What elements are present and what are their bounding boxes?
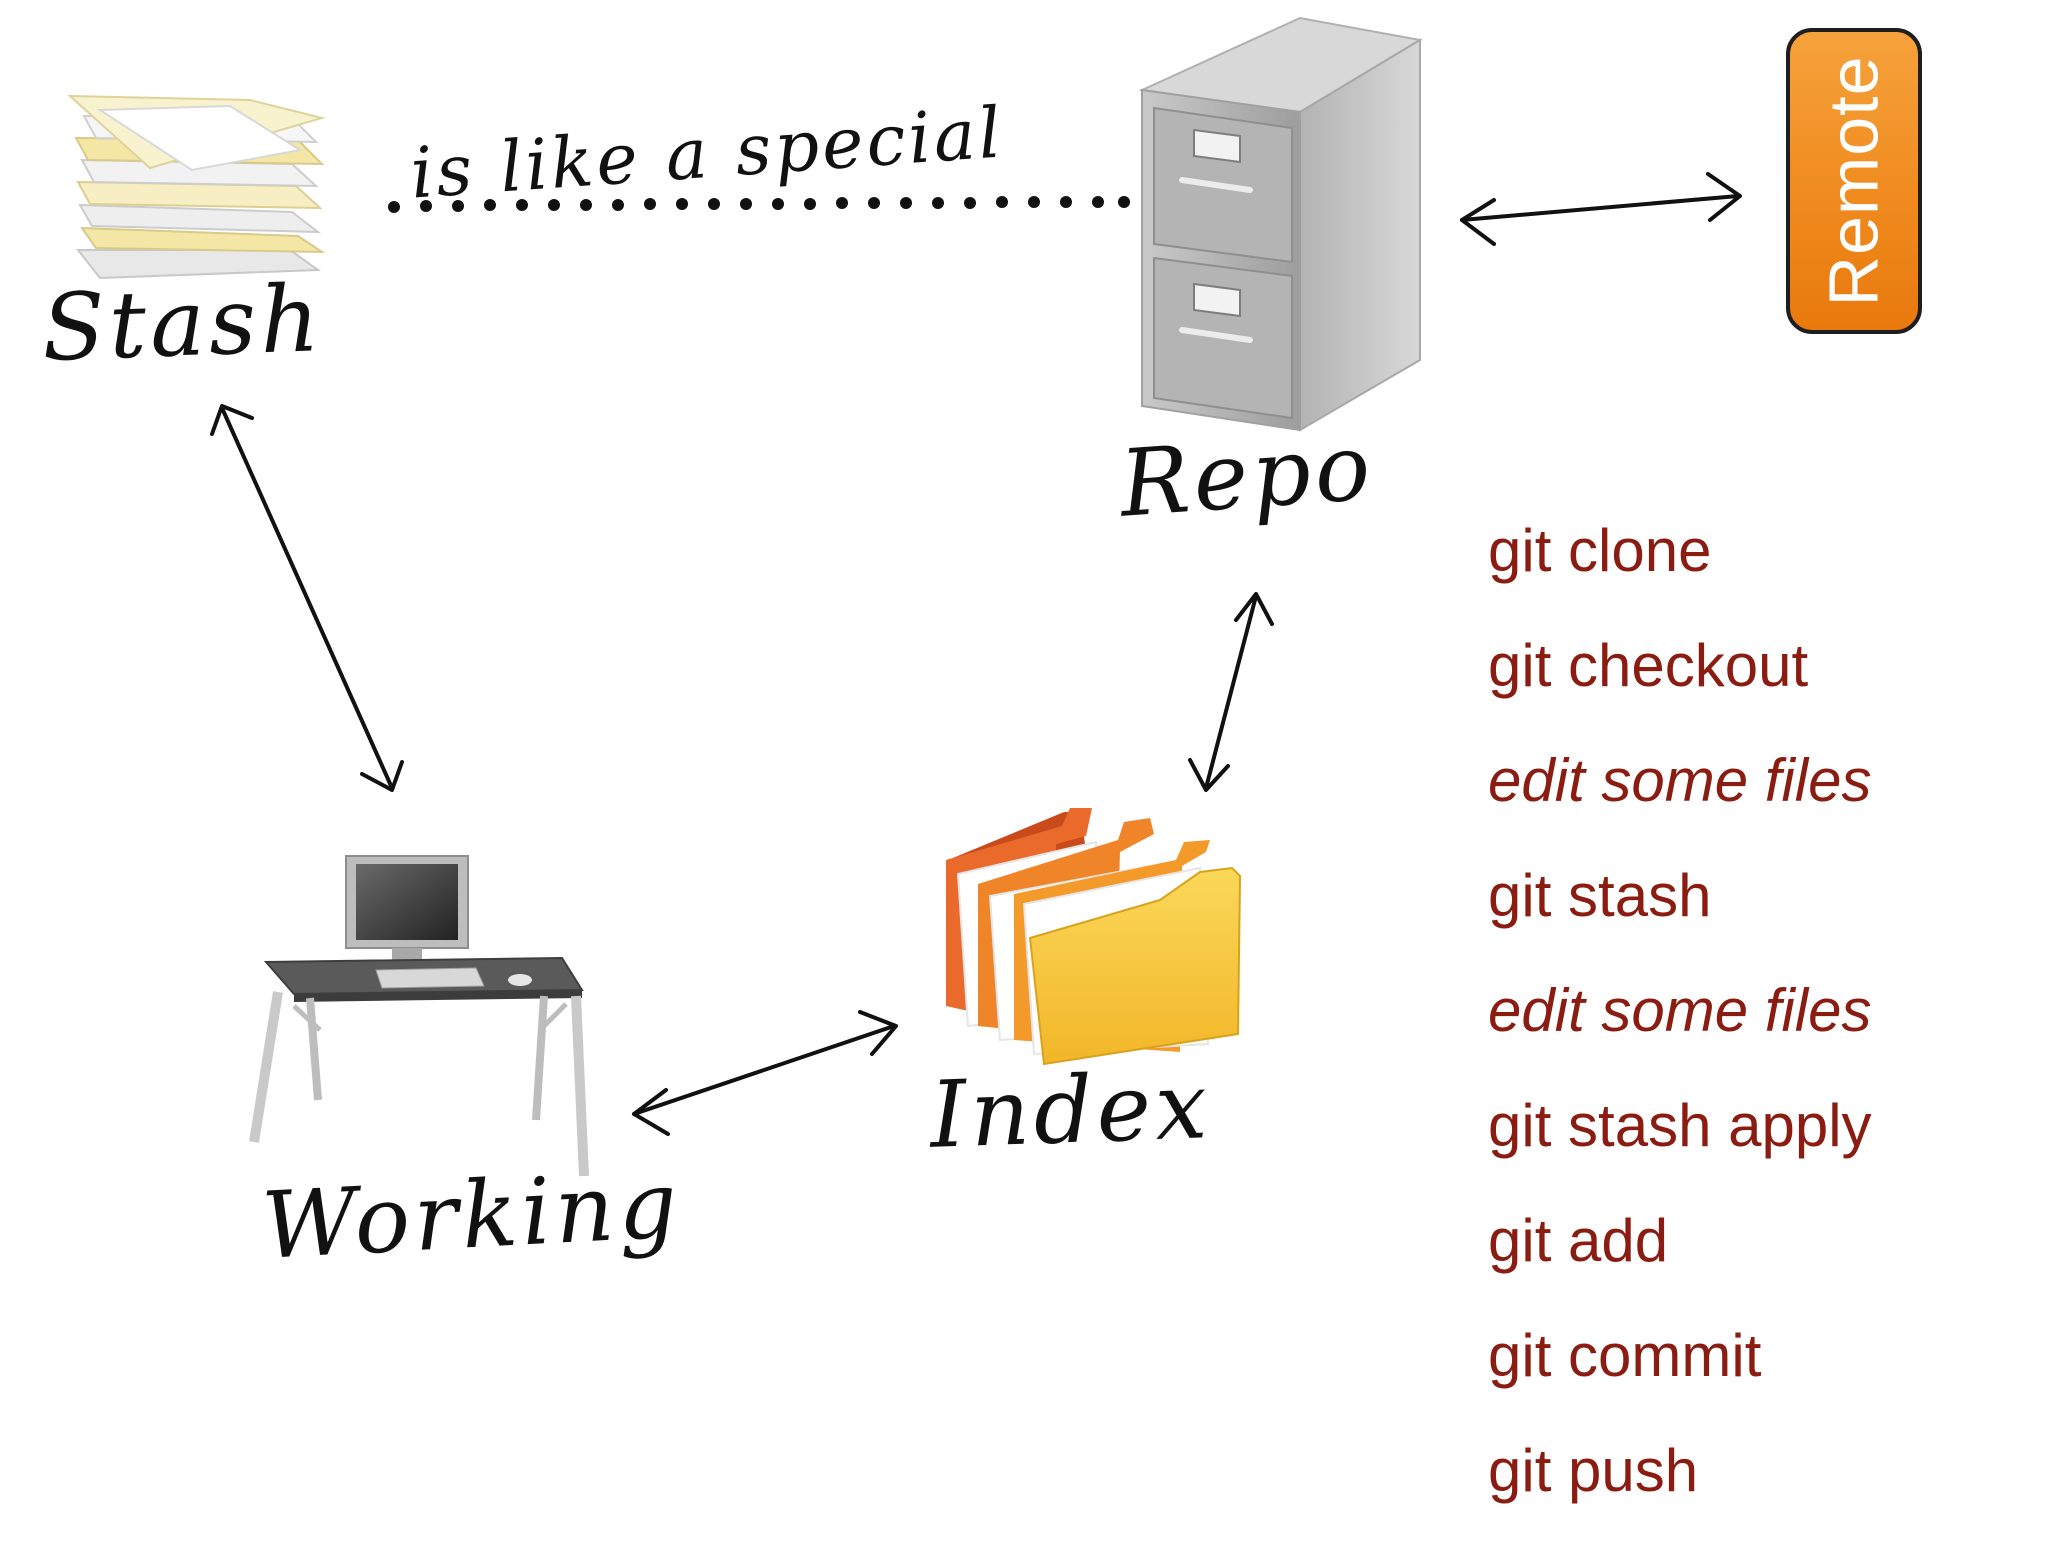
command-item: edit some files — [1488, 747, 1872, 814]
command-item: git clone — [1488, 517, 1712, 584]
command-item: edit some files — [1488, 977, 1872, 1044]
remote-badge: Remote — [1786, 28, 1922, 334]
computer-desk-icon — [249, 855, 589, 1177]
stash-label: Stash — [40, 265, 326, 382]
dotted-connector — [388, 196, 1130, 213]
arrow-working-index — [632, 1010, 898, 1136]
command-list: git clone git checkout edit some files git … — [1488, 510, 1872, 1545]
remote-label: Remote — [1815, 55, 1894, 307]
paper-stack-icon — [67, 94, 326, 280]
command-item: git checkout — [1488, 632, 1809, 699]
arrow-repo-remote — [1460, 172, 1742, 246]
index-label: Index — [928, 1052, 1213, 1169]
filing-cabinet-icon — [1138, 16, 1423, 432]
command-item: git commit — [1488, 1322, 1762, 1389]
arrow-stash-working — [210, 404, 404, 792]
arrow-repo-index — [1188, 592, 1274, 792]
command-item: git push — [1488, 1437, 1699, 1504]
folders-icon — [946, 808, 1242, 1066]
command-item: git stash — [1488, 862, 1712, 929]
working-label: Working — [259, 1151, 684, 1280]
command-item: git add — [1488, 1207, 1669, 1274]
repo-label: Repo — [1116, 413, 1378, 538]
command-item: git stash apply — [1488, 1092, 1872, 1159]
